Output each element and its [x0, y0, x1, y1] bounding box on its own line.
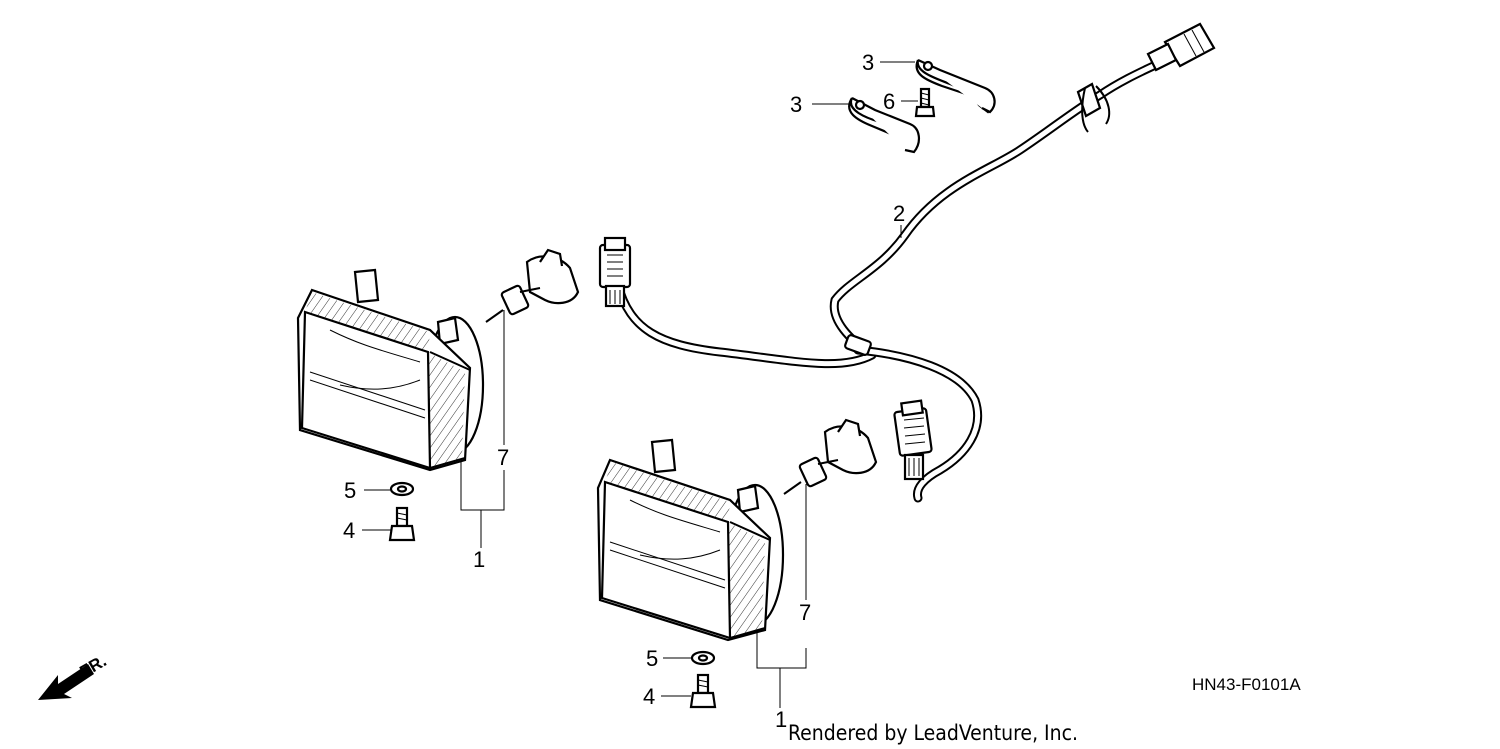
diagram-code: HN43-F0101A — [1192, 675, 1301, 694]
clamp-upper — [915, 58, 996, 114]
callout-clamp-lower: 3 — [790, 92, 802, 117]
bulb-left — [485, 248, 580, 323]
callout-nut-right: 5 — [646, 646, 658, 671]
nut-left — [389, 481, 415, 497]
harness-top-connector — [1146, 22, 1216, 72]
bulb-right — [783, 418, 878, 495]
callout-headlight-right: 1 — [775, 707, 787, 732]
callout-bolt-right: 4 — [643, 684, 655, 709]
headlight-left — [296, 268, 485, 472]
screw — [914, 87, 936, 118]
clamp-lower — [848, 97, 920, 154]
front-arrow-icon — [38, 664, 94, 700]
callout-bulb-left: 7 — [497, 445, 509, 470]
callout-wire-harness: 2 — [893, 201, 905, 226]
credit-text: Rendered by LeadVenture, Inc. — [788, 721, 1078, 745]
bolt-left — [388, 506, 416, 542]
leader-lines — [362, 61, 918, 708]
callout-headlight-left: 1 — [473, 547, 485, 572]
harness-left-connector — [598, 236, 632, 308]
callout-clamp-upper: 3 — [862, 50, 874, 75]
callout-bulb-right: 7 — [799, 600, 811, 625]
callout-bolt-left: 4 — [343, 518, 355, 543]
wire-harness — [613, 53, 1175, 503]
bolt-right — [689, 673, 717, 709]
headlight-right — [596, 438, 785, 642]
harness-right-connector — [893, 399, 933, 481]
nut-right — [690, 650, 716, 666]
front-indicator: FR. — [38, 651, 110, 700]
callout-screw: 6 — [883, 89, 895, 114]
callout-nut-left: 5 — [344, 478, 356, 503]
